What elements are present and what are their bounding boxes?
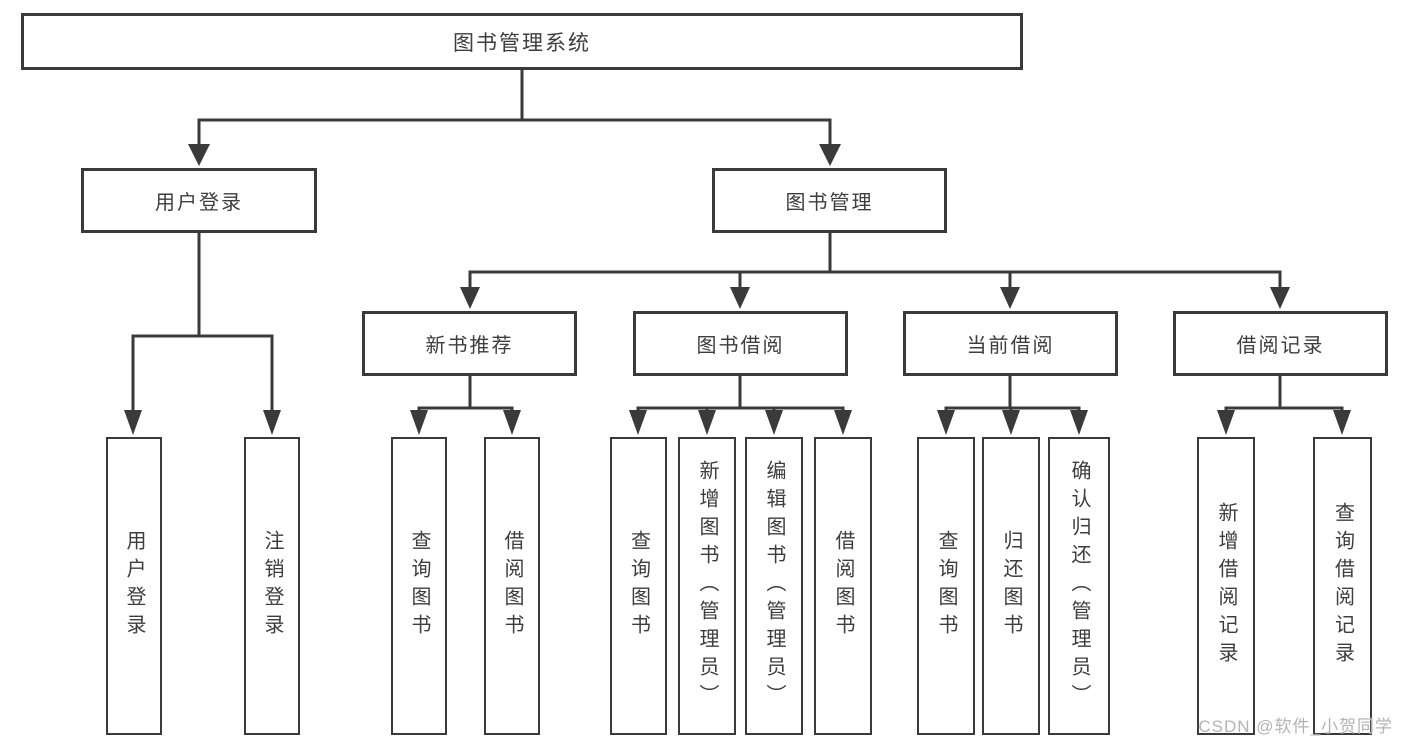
leaf-user-login-label: 用户登录 [123, 530, 145, 642]
node-borrow-record: 借阅记录 [1173, 311, 1388, 376]
node-user-login-label: 用户登录 [155, 192, 243, 214]
node-user-login: 用户登录 [81, 168, 317, 233]
leaf-add-book-label: 新增图书（管理员） [696, 460, 718, 712]
leaf-query-book-3-label: 查询图书 [935, 530, 957, 642]
leaf-query-book-2: 查询图书 [610, 437, 667, 735]
node-root: 图书管理系统 [21, 13, 1023, 70]
leaf-edit-book: 编辑图书（管理员） [745, 437, 803, 735]
leaf-borrow-book-2-label: 借阅图书 [832, 530, 854, 642]
node-new-book-recommend: 新书推荐 [362, 311, 577, 376]
node-book-borrow-label: 图书借阅 [696, 335, 785, 357]
leaf-add-borrow-record-label: 新增借阅记录 [1215, 502, 1237, 670]
leaf-query-book-2-label: 查询图书 [627, 530, 650, 642]
leaf-edit-book-label: 编辑图书（管理员） [763, 460, 785, 712]
leaf-borrow-book-2: 借阅图书 [814, 437, 872, 735]
leaf-return-book-label: 归还图书 [1000, 530, 1022, 642]
leaf-borrow-book-1: 借阅图书 [484, 437, 540, 735]
leaf-return-book: 归还图书 [982, 437, 1040, 735]
leaf-query-book-1: 查询图书 [391, 437, 447, 735]
node-book-management-label: 图书管理 [785, 192, 874, 214]
node-book-borrow: 图书借阅 [633, 311, 848, 376]
leaf-query-borrow-record: 查询借阅记录 [1313, 437, 1372, 735]
leaf-user-login: 用户登录 [106, 437, 162, 735]
node-current-borrow-label: 当前借阅 [966, 335, 1055, 357]
leaf-confirm-return: 确认归还（管理员） [1048, 437, 1110, 735]
node-current-borrow: 当前借阅 [903, 311, 1118, 376]
node-book-management: 图书管理 [712, 168, 947, 233]
arrowheads [124, 144, 1351, 435]
node-new-book-recommend-label: 新书推荐 [425, 335, 514, 357]
leaf-logout: 注销登录 [244, 437, 300, 735]
leaf-logout-label: 注销登录 [261, 530, 283, 642]
node-root-label: 图书管理系统 [453, 31, 591, 55]
leaf-query-book-1-label: 查询图书 [408, 530, 430, 642]
node-borrow-record-label: 借阅记录 [1236, 335, 1325, 357]
leaf-query-book-3: 查询图书 [917, 437, 975, 735]
leaf-add-book: 新增图书（管理员） [678, 437, 736, 735]
leaf-confirm-return-label: 确认归还（管理员） [1068, 460, 1090, 712]
leaf-borrow-book-1-label: 借阅图书 [501, 530, 523, 642]
csdn-watermark: CSDN @软件_小贺同学 [1198, 717, 1393, 736]
leaf-query-borrow-record-label: 查询借阅记录 [1331, 502, 1354, 670]
leaf-add-borrow-record: 新增借阅记录 [1197, 437, 1255, 735]
